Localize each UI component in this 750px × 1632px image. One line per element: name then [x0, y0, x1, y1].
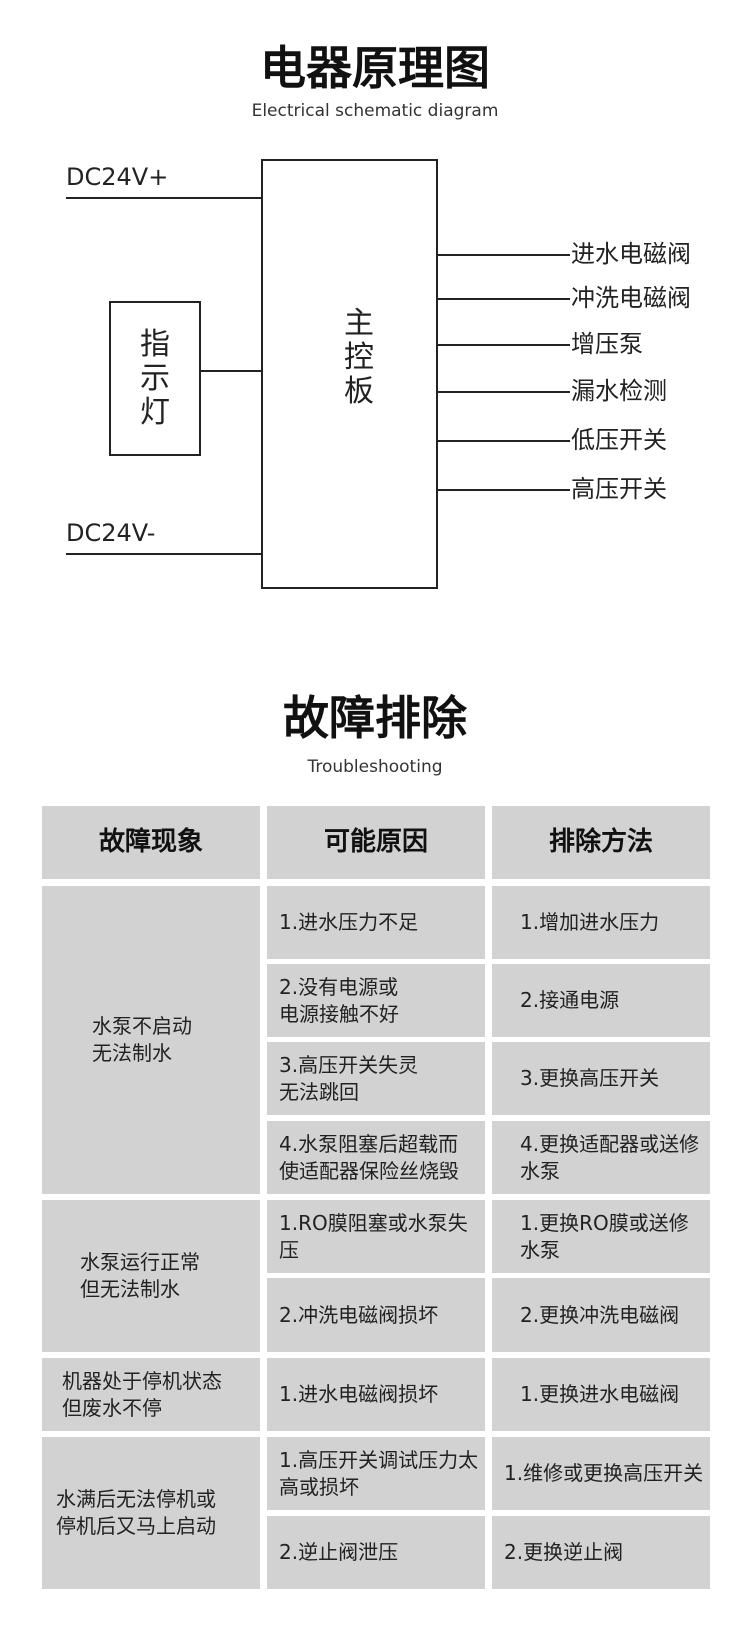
fix-cell: 2.接通电源 [492, 964, 710, 1037]
header-cause: 可能原因 [267, 806, 485, 879]
cause-cell: 1.进水压力不足 [267, 886, 485, 959]
fix-cell: 4.更换适配器或送修 水泵 [492, 1121, 710, 1194]
symptom-cell: 水泵运行正常 但无法制水 [42, 1200, 260, 1352]
schematic-title: 电器原理图 [260, 41, 490, 95]
fix-cell: 2.更换逆止阀 [492, 1516, 710, 1589]
symptom-cell: 水泵不启动 无法制水 [42, 886, 260, 1194]
cause-cell: 2.没有电源或 电源接触不好 [267, 964, 485, 1037]
troubleshooting-title: 故障排除 [283, 691, 467, 745]
fix-cell: 3.更换高压开关 [492, 1042, 710, 1115]
cause-cell: 4.水泵阻塞后超载而 使适配器保险丝烧毁 [267, 1121, 485, 1194]
cause-cell: 3.高压开关失灵 无法跳回 [267, 1042, 485, 1115]
dc-negative-label: DC24V- [66, 519, 156, 547]
cause-cell: 1.高压开关调试压力太 高或损坏 [267, 1437, 485, 1510]
output-flush-valve: 冲洗电磁阀 [571, 284, 691, 312]
schematic-subtitle: Electrical schematic diagram [251, 101, 499, 121]
main-board-box [261, 159, 438, 589]
output-booster-pump: 增压泵 [571, 330, 643, 358]
output-leak-detect: 漏水检测 [571, 377, 667, 405]
dc-positive-label: DC24V+ [66, 163, 169, 191]
fix-cell: 1.更换进水电磁阀 [492, 1358, 710, 1431]
output-low-pressure-switch: 低压开关 [571, 426, 667, 454]
schematic-lines [66, 159, 570, 589]
symptom-cell: 机器处于停机状态 但废水不停 [42, 1358, 260, 1431]
output-inlet-valve: 进水电磁阀 [571, 240, 691, 268]
cause-cell: 1.RO膜阻塞或水泵失压 [267, 1200, 485, 1273]
troubleshooting-subtitle: Troubleshooting [307, 757, 443, 777]
header-fix: 排除方法 [492, 806, 710, 879]
cause-cell: 1.进水电磁阀损坏 [267, 1358, 485, 1431]
fix-cell: 1.增加进水压力 [492, 886, 710, 959]
fix-cell: 1.更换RO膜或送修 水泵 [492, 1200, 710, 1273]
main-board-label: 主 控 板 [344, 306, 374, 409]
fix-cell: 2.更换冲洗电磁阀 [492, 1278, 710, 1352]
indicator-box [109, 301, 201, 456]
schematic-diagram: DC24V+ DC24V- 指 示 灯 主 控 板 进水电磁阀 冲洗电磁阀 增压… [0, 150, 750, 630]
cause-cell: 2.逆止阀泄压 [267, 1516, 485, 1589]
indicator-label: 指 示 灯 [140, 327, 170, 430]
fix-cell: 1.维修或更换高压开关 [492, 1437, 710, 1510]
output-high-pressure-switch: 高压开关 [571, 475, 667, 503]
cause-cell: 2.冲洗电磁阀损坏 [267, 1278, 485, 1352]
header-symptom: 故障现象 [42, 806, 260, 879]
symptom-cell: 水满后无法停机或 停机后又马上启动 [42, 1437, 260, 1589]
